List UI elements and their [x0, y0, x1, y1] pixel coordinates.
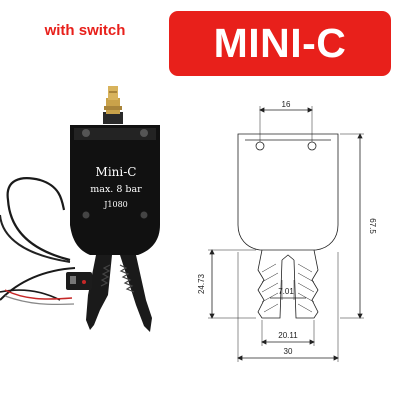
drawing-jaw-gap	[281, 254, 295, 261]
dim-total-height: 67.5	[368, 218, 377, 234]
dim-hole-extension	[259, 106, 313, 142]
cable-black-2	[0, 214, 71, 263]
fitting-ring	[104, 106, 122, 110]
drawing-body-outline	[237, 133, 339, 251]
screw-left	[82, 129, 90, 137]
screw-lower-left	[82, 211, 90, 219]
dim-base-extension	[237, 252, 339, 362]
engraving-model: Mini-C	[96, 165, 137, 179]
drawing-hatch-right	[297, 263, 315, 313]
body-highlight	[74, 128, 156, 140]
switch-lever	[70, 276, 76, 284]
jaw-right-teeth	[119, 264, 135, 293]
jaw-left	[86, 255, 112, 330]
dim-jaw-extension	[208, 249, 256, 319]
dim-base-width: 30	[284, 347, 293, 356]
fitting-base	[103, 112, 123, 124]
cable-red	[4, 289, 73, 300]
fitting-barb	[109, 91, 117, 93]
dim-height-arrows	[357, 133, 363, 319]
cable-black-3	[0, 267, 76, 301]
cable-black	[6, 177, 71, 262]
engraving-code: J1080	[103, 200, 128, 209]
gripper-body	[70, 125, 160, 255]
dim-tooth-gap: 7.01	[278, 287, 294, 296]
dim-base-arrows	[237, 355, 339, 361]
drawing-hole-left	[255, 141, 265, 151]
cable-black-4	[0, 289, 61, 301]
dim-opening-arrows	[261, 339, 315, 345]
switch-led	[82, 280, 86, 284]
model-title-banner: MINI-C	[169, 11, 391, 76]
jaw-left-teeth	[100, 264, 111, 287]
dim-jaw-arrows	[209, 249, 215, 319]
drawing-jaw-right	[293, 249, 319, 319]
cable-grey	[4, 295, 75, 306]
drawing-hatch-left	[261, 263, 279, 313]
dim-jaw-opening: 20.11	[278, 331, 298, 340]
dim-hole-arrows	[259, 107, 313, 113]
variant-label: with switch	[44, 22, 126, 39]
drawing-hole-right	[307, 141, 317, 151]
drawing-jaw-left	[257, 249, 283, 319]
dim-jaw-length: 24.73	[197, 273, 206, 294]
dim-gap-extension	[281, 280, 295, 300]
engraving-pressure: max. 8 bar	[90, 184, 142, 195]
dim-hole-spacing: 16	[282, 100, 291, 109]
screw-lower-right	[140, 211, 148, 219]
screw-right	[140, 129, 148, 137]
